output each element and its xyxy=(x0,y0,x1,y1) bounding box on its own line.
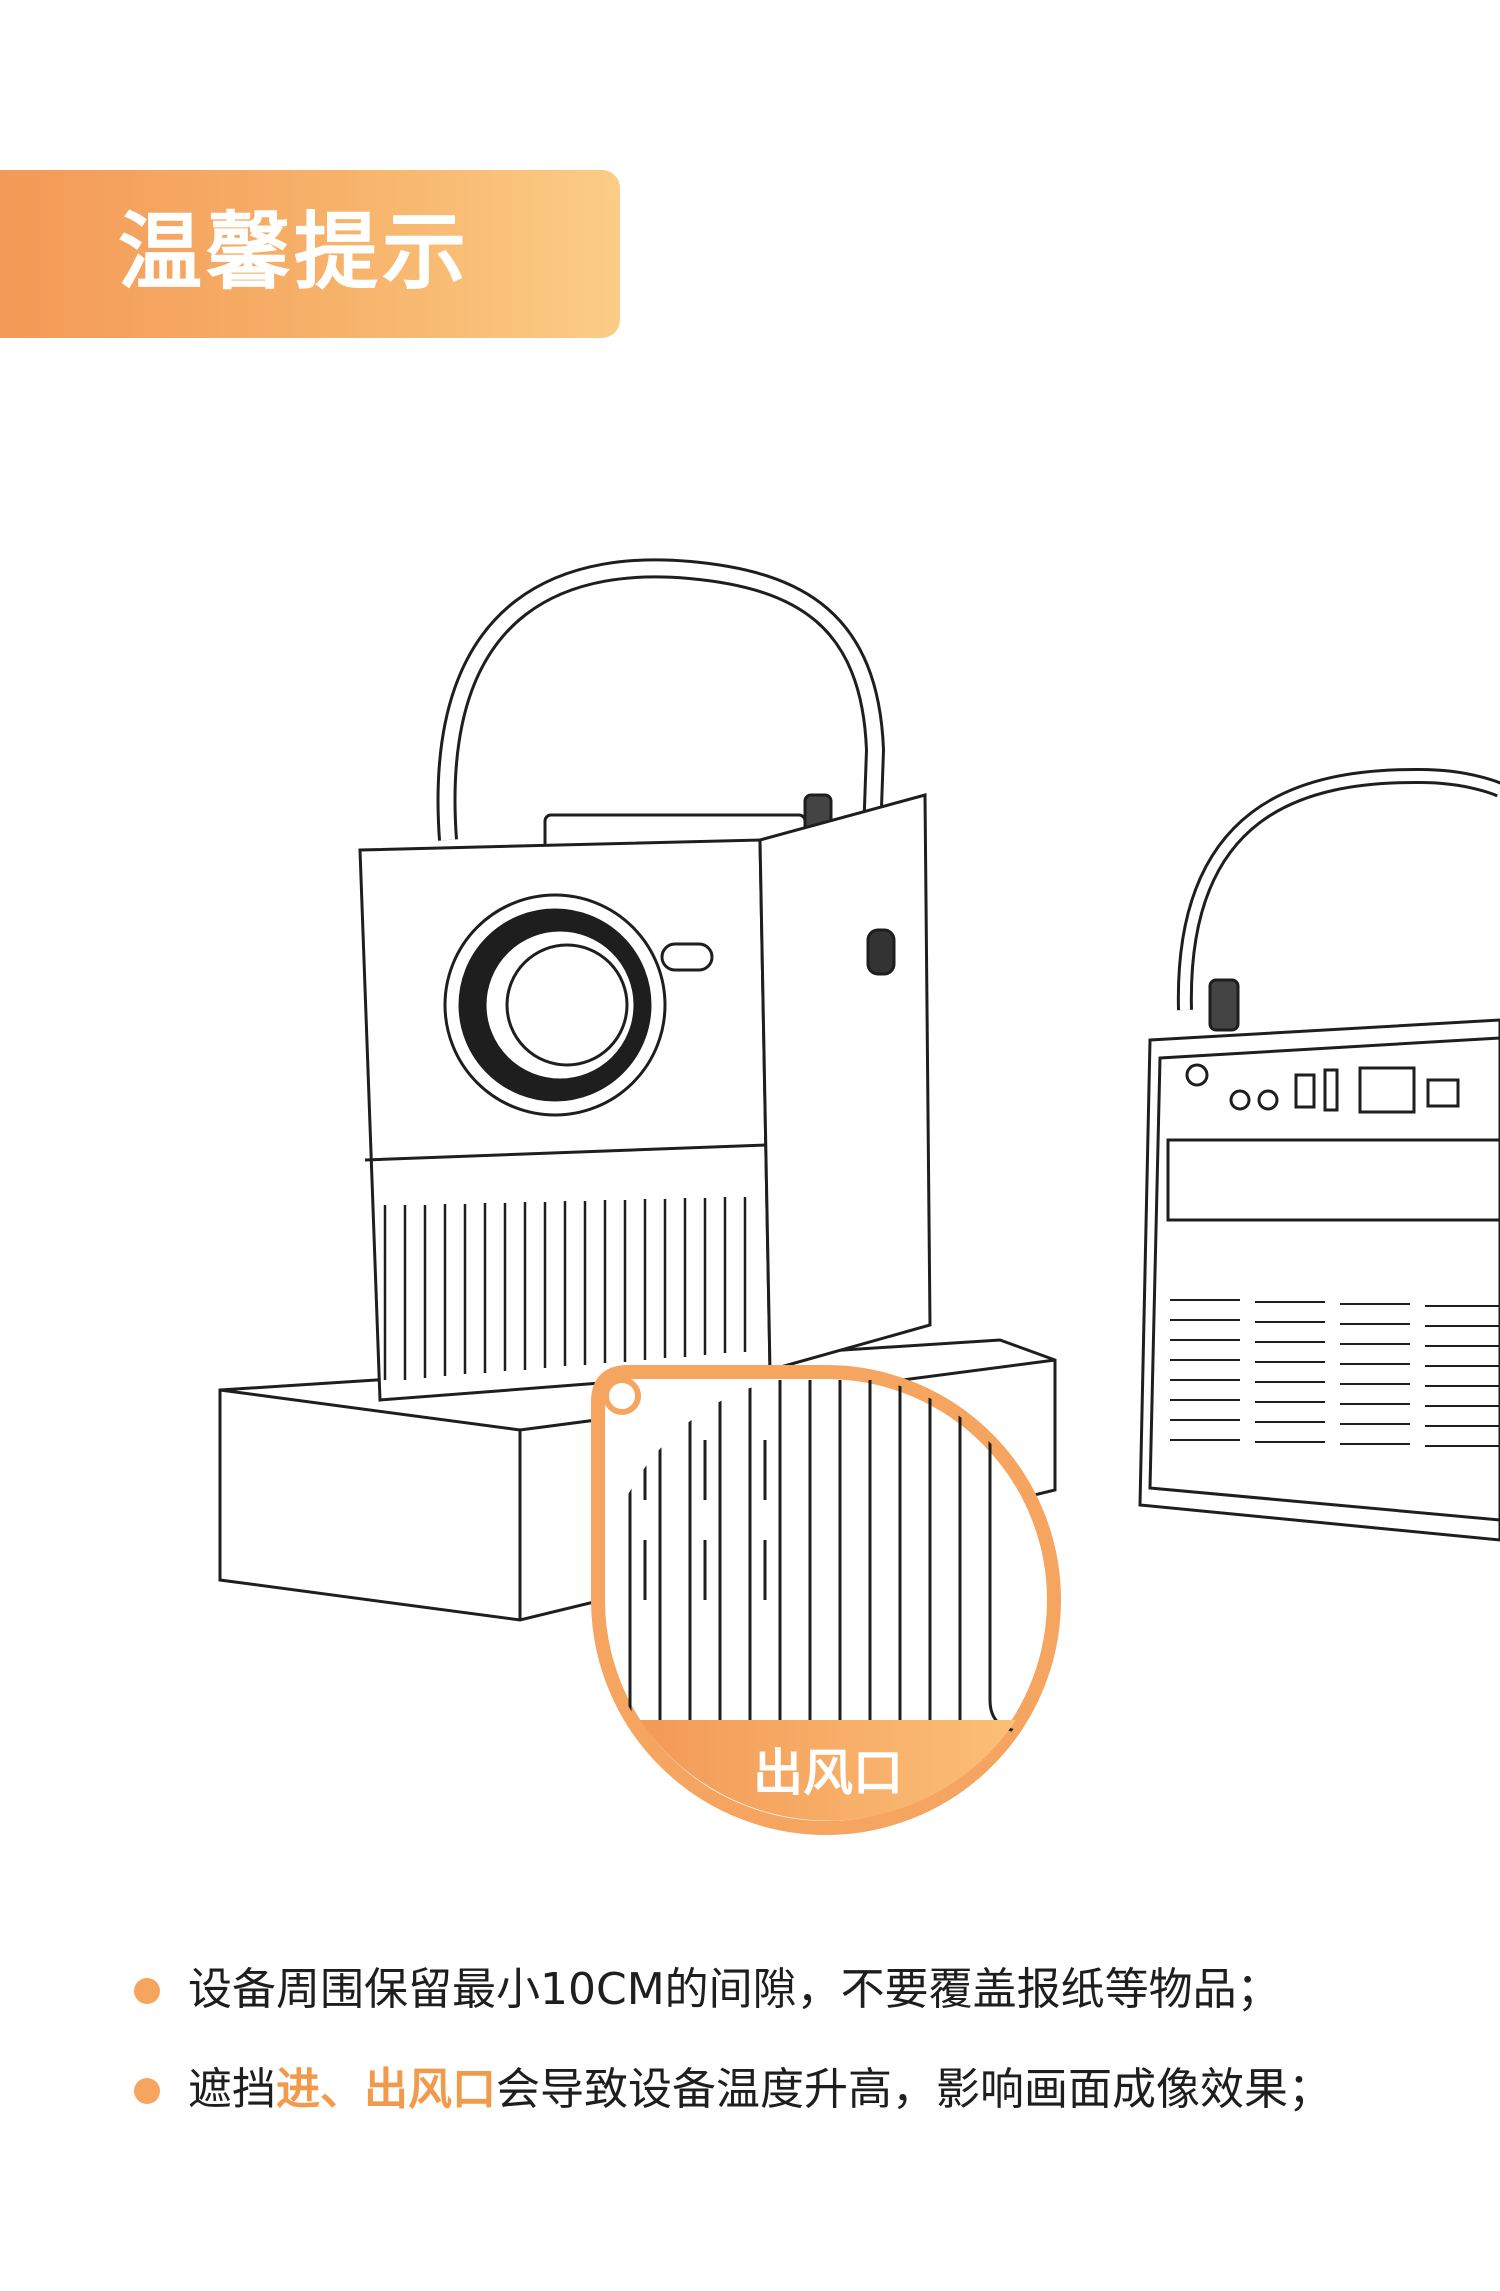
bullet-icon xyxy=(134,1978,160,2004)
tip-highlight: 进、出风口 xyxy=(276,2064,496,2115)
main-projector xyxy=(358,558,932,1402)
tip-item: 设备周围保留最小10CM的间隙，不要覆盖报纸等物品； xyxy=(130,1950,1470,2030)
zoom-callout xyxy=(591,1365,1061,1835)
banner-title: 温馨提示 xyxy=(118,203,471,301)
bullet-icon xyxy=(134,2078,160,2104)
tip-text: 设备周围保留最小10CM的间隙，不要覆盖报纸等物品； xyxy=(188,1964,1281,2015)
second-device xyxy=(1138,767,1500,1542)
callout-label: 出风口 xyxy=(753,1744,903,1802)
title-banner: 温馨提示 xyxy=(0,170,620,338)
tip-item: 遮挡进、出风口会导致设备温度升高，影响画面成像效果； xyxy=(130,2050,1470,2130)
tips-list: 设备周围保留最小10CM的间隙，不要覆盖报纸等物品； 遮挡进、出风口会导致设备温… xyxy=(130,1950,1470,2150)
tip-suffix: 会导致设备温度升高，影响画面成像效果； xyxy=(496,2064,1332,2115)
tip-prefix: 遮挡 xyxy=(188,2064,276,2115)
product-illustration: 出风口 xyxy=(218,558,1500,1835)
